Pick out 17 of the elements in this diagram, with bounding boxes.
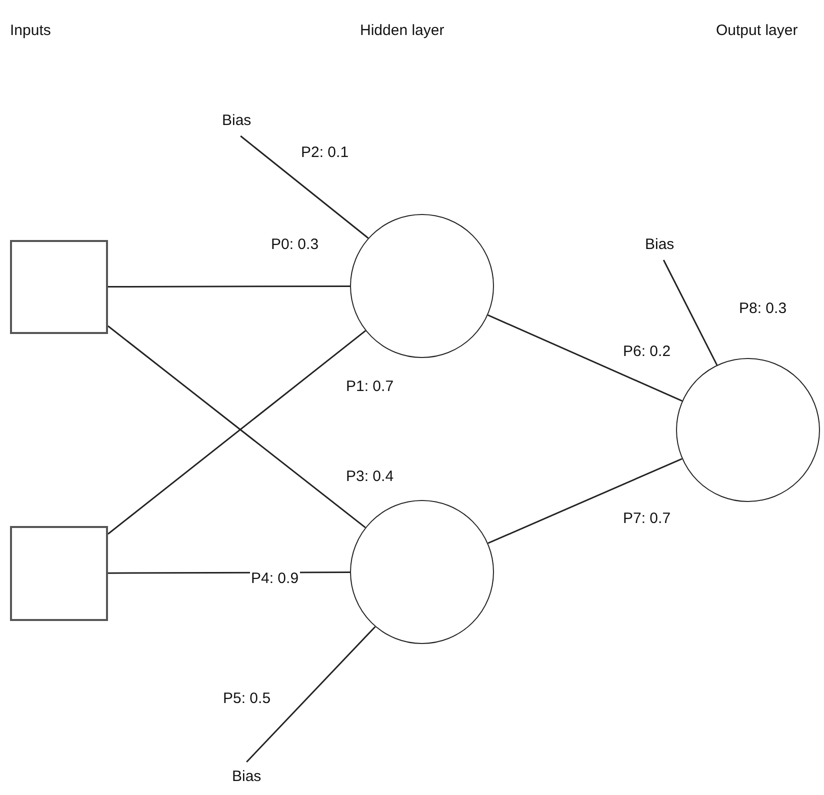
neuron-circle [676,358,820,502]
bias-label: Bias [232,768,262,786]
connection-line [246,626,376,763]
neuron-circle [350,214,494,358]
bias-label: Bias [645,236,674,254]
layer-heading: Inputs [10,22,51,40]
connection-line [662,260,718,366]
connection-line [240,135,369,239]
layer-heading: Output layer [716,22,798,40]
connection-line [488,314,682,402]
connection-line [108,285,350,288]
connection-line [488,458,682,544]
layer-heading: Hidden layer [360,22,444,40]
bias-label: Bias [222,112,252,130]
input-box [10,240,108,334]
neuron-circle [350,500,494,644]
input-box [10,526,108,621]
